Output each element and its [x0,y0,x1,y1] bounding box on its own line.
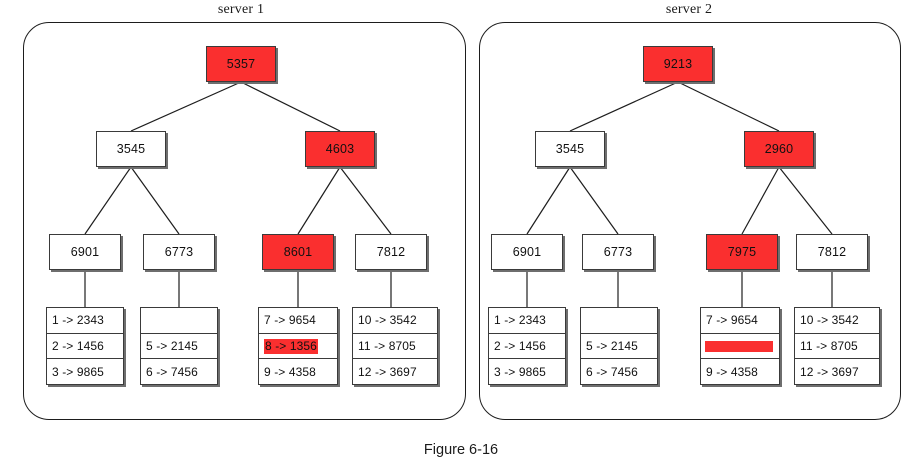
server-2-level2-node-0[interactable]: 3545 [535,131,605,167]
leaf-row-empty[interactable] [141,308,217,333]
leaf-entry: 10 -> 3542 [800,313,859,328]
server-1-frame [23,22,466,420]
server-2-level3-node-3[interactable]: 7812 [796,234,868,270]
node-label: 6773 [164,245,194,259]
leaf-entry: 12 -> 3697 [358,364,417,379]
leaf-row-empty[interactable] [581,308,657,333]
leaf-entry: 6 -> 7456 [586,364,638,379]
leaf-row[interactable]: 5 -> 2145 [141,332,217,359]
node-label: 5357 [226,57,256,71]
server-1-level3-node-3[interactable]: 7812 [355,234,427,270]
server-2-frame [479,22,901,420]
leaf-row[interactable]: 7 -> 9654 [259,308,337,333]
server-1-leaf-box-3[interactable]: 10 -> 3542 11 -> 8705 12 -> 3697 [352,307,438,385]
server-2-root-node[interactable]: 9213 [643,46,713,82]
leaf-row-redacted[interactable] [701,332,779,359]
server-2-leaf-box-0[interactable]: 1 -> 2343 2 -> 1456 3 -> 9865 [488,307,566,385]
leaf-row[interactable]: 11 -> 8705 [353,332,437,359]
leaf-entry: 2 -> 1456 [494,339,546,353]
leaf-row[interactable]: 9 -> 4358 [259,358,337,384]
server-2-level3-node-2[interactable]: 7975 [706,234,778,270]
node-label: 7975 [727,245,757,259]
server-1-leaf-box-2[interactable]: 7 -> 9654 8 -> 1356 9 -> 4358 [258,307,338,385]
server-2-level3-node-1[interactable]: 6773 [582,234,654,270]
server-1-level3-node-2[interactable]: 8601 [262,234,334,270]
leaf-row[interactable]: 7 -> 9654 [701,308,779,333]
leaf-entry: 7 -> 9654 [264,313,316,328]
node-label: 6901 [70,245,100,259]
leaf-row[interactable]: 10 -> 3542 [353,308,437,333]
server-1-leaf-box-1[interactable]: 5 -> 2145 6 -> 7456 [140,307,218,385]
node-label: 6773 [603,245,633,259]
leaf-row[interactable]: 1 -> 2343 [47,308,123,333]
leaf-row[interactable]: 3 -> 9865 [489,358,565,384]
leaf-row[interactable]: 2 -> 1456 [489,332,565,359]
leaf-entry: 7 -> 9654 [706,313,758,328]
leaf-row[interactable]: 2 -> 1456 [47,332,123,359]
server-1-root-node[interactable]: 5357 [206,46,276,82]
leaf-entry-highlight: 8 -> 1356 [264,338,318,354]
node-label: 4603 [325,142,355,156]
leaf-entry: 6 -> 7456 [146,364,198,379]
leaf-row[interactable]: 11 -> 8705 [795,332,879,359]
server-2-level3-node-0[interactable]: 6901 [491,234,563,270]
leaf-row[interactable]: 9 -> 4358 [701,358,779,384]
node-label: 7812 [817,245,847,259]
node-label: 3545 [555,142,585,156]
leaf-row-highlighted[interactable]: 8 -> 1356 [259,332,337,359]
leaf-entry: 5 -> 2145 [146,339,198,353]
leaf-row[interactable]: 12 -> 3697 [795,358,879,384]
leaf-entry: 3 -> 9865 [494,364,546,379]
leaf-row[interactable]: 3 -> 9865 [47,358,123,384]
leaf-entry: 10 -> 3542 [358,313,417,328]
leaf-entry: 2 -> 1456 [52,339,104,353]
leaf-row[interactable]: 10 -> 3542 [795,308,879,333]
leaf-row[interactable]: 6 -> 7456 [141,358,217,384]
leaf-row[interactable]: 1 -> 2343 [489,308,565,333]
leaf-entry: 5 -> 2145 [586,339,638,353]
leaf-entry: 9 -> 4358 [706,364,758,379]
leaf-entry: 11 -> 8705 [800,339,858,353]
leaf-entry: 1 -> 2343 [494,313,546,328]
server-2-leaf-box-2[interactable]: 7 -> 9654 9 -> 4358 [700,307,780,385]
node-label: 3545 [116,142,146,156]
server-2-leaf-box-3[interactable]: 10 -> 3542 11 -> 8705 12 -> 3697 [794,307,880,385]
leaf-row[interactable]: 5 -> 2145 [581,332,657,359]
server-2-level2-node-1[interactable]: 2960 [744,131,814,167]
server-1-level2-node-0[interactable]: 3545 [96,131,166,167]
leaf-entry: 11 -> 8705 [358,339,416,353]
leaf-entry: 1 -> 2343 [52,313,104,328]
node-label: 8601 [283,245,313,259]
leaf-entry: 12 -> 3697 [800,364,859,379]
server-1-level3-node-0[interactable]: 6901 [49,234,121,270]
node-label: 9213 [663,57,693,71]
red-bar [705,340,773,352]
node-label: 6901 [512,245,542,259]
server-2-title: server 2 [665,2,713,17]
server-1-level3-node-1[interactable]: 6773 [143,234,215,270]
figure-caption: Figure 6-16 [423,442,499,458]
server-1-title: server 1 [217,2,265,17]
leaf-entry: 9 -> 4358 [264,364,316,379]
server-1-leaf-box-0[interactable]: 1 -> 2343 2 -> 1456 3 -> 9865 [46,307,124,385]
leaf-entry: 3 -> 9865 [52,364,104,379]
node-label: 2960 [764,142,794,156]
server-1-level2-node-1[interactable]: 4603 [305,131,375,167]
leaf-row[interactable]: 6 -> 7456 [581,358,657,384]
node-label: 7812 [376,245,406,259]
leaf-row[interactable]: 12 -> 3697 [353,358,437,384]
server-2-leaf-box-1[interactable]: 5 -> 2145 6 -> 7456 [580,307,658,385]
